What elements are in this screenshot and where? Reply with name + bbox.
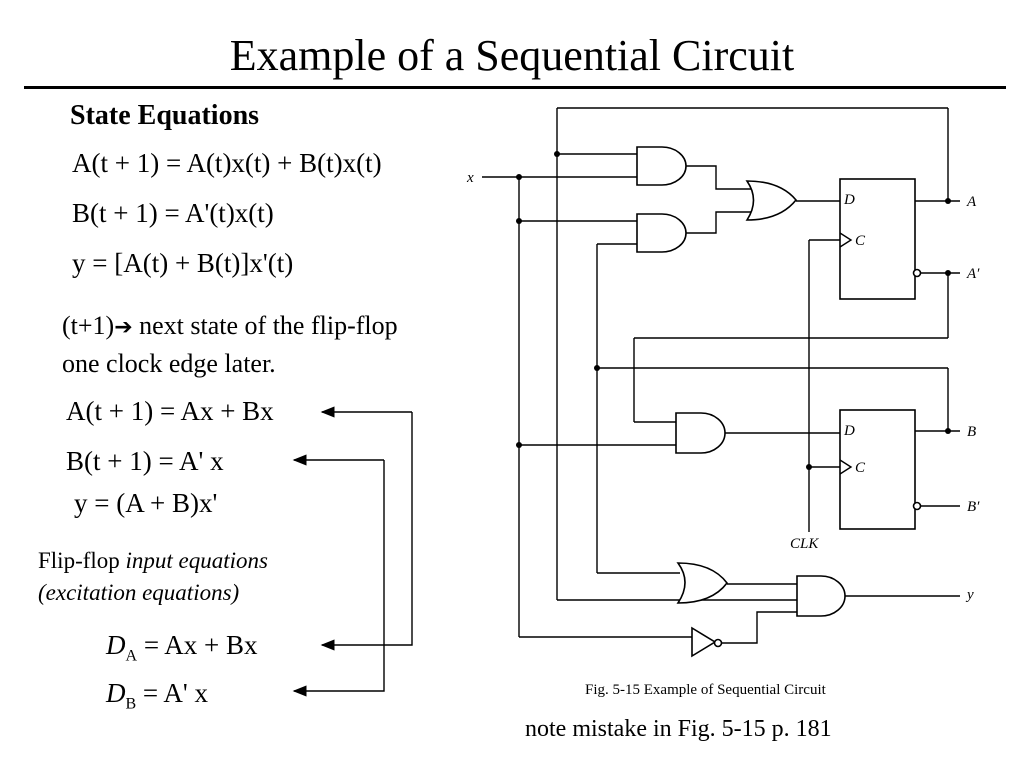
state-equations-heading: State Equations: [70, 100, 260, 131]
or-gate-y: [676, 562, 729, 604]
input-equations-label: Flip-flop input equations (excitation eq…: [38, 545, 268, 609]
and-gate-bx: [636, 213, 687, 253]
simplified-equation-a: A(t + 1) = Ax + Bx: [66, 396, 274, 426]
ff-a-d-label: D: [843, 192, 855, 208]
note-t-plus-1: (t+1): [62, 311, 115, 340]
or-gate-da: [745, 180, 798, 221]
input-x-label: x: [466, 170, 474, 186]
simplified-equation-y: y = (A + B)x': [74, 488, 218, 518]
flip-flop-b: D C: [839, 409, 922, 530]
output-y-label: y: [965, 587, 974, 603]
figure-caption: Fig. 5-15 Example of Sequential Circuit: [585, 682, 827, 698]
wire-junctions: [516, 151, 951, 470]
ff-b-c-label: C: [855, 460, 866, 476]
excitation-equations-label: (excitation equations): [38, 580, 240, 605]
note-line2-text: one clock edge later.: [62, 349, 276, 378]
db-symbol: D: [106, 678, 126, 708]
note-line1-text: next state of the flip-flop: [132, 311, 398, 340]
footnote-mistake: note mistake in Fig. 5-15 p. 181: [525, 716, 832, 742]
output-b-prime-label: B′: [967, 499, 980, 515]
da-subscript: A: [125, 647, 138, 665]
connector-b-to-db: [292, 454, 385, 697]
right-arrow-icon: ➔: [114, 315, 133, 340]
da-symbol: D: [106, 630, 126, 660]
da-rhs: = Ax + Bx: [137, 630, 258, 660]
output-a-prime-label: A′: [966, 266, 980, 282]
connector-a-to-da: [320, 406, 413, 651]
next-state-note: (t+1)➔ next state of the flip-flop one c…: [62, 308, 398, 382]
ff-b-d-label: D: [843, 423, 855, 439]
clk-label: CLK: [790, 536, 819, 552]
output-equation-y: y = [A(t) + B(t)]x'(t): [72, 248, 294, 278]
simplified-equation-b: B(t + 1) = A' x: [66, 446, 224, 476]
state-equation-a: A(t + 1) = A(t)x(t) + B(t)x(t): [72, 148, 382, 178]
ff-a-c-label: C: [855, 233, 866, 249]
output-b-label: B: [967, 424, 976, 440]
input-equation-db: DB = A' x: [106, 678, 208, 713]
slide-title: Example of a Sequential Circuit: [229, 31, 795, 80]
title-divider: [24, 86, 1006, 89]
flip-flop-a: D C: [839, 178, 922, 300]
and-gate-y: [796, 575, 846, 617]
input-equation-da: DA = Ax + Bx: [106, 630, 258, 665]
input-equations-label-italic: input equations: [125, 548, 269, 573]
db-subscript: B: [125, 695, 137, 713]
circuit-wires: [482, 107, 960, 644]
state-equation-b: B(t + 1) = A'(t)x(t): [72, 198, 274, 228]
inverter-gate: [691, 626, 723, 658]
and-gate-ax: [636, 146, 687, 186]
and-gate-db: [675, 412, 726, 454]
db-rhs: = A' x: [136, 678, 209, 708]
output-a-label: A: [966, 194, 977, 210]
input-equations-label-normal: Flip-flop: [38, 548, 126, 573]
